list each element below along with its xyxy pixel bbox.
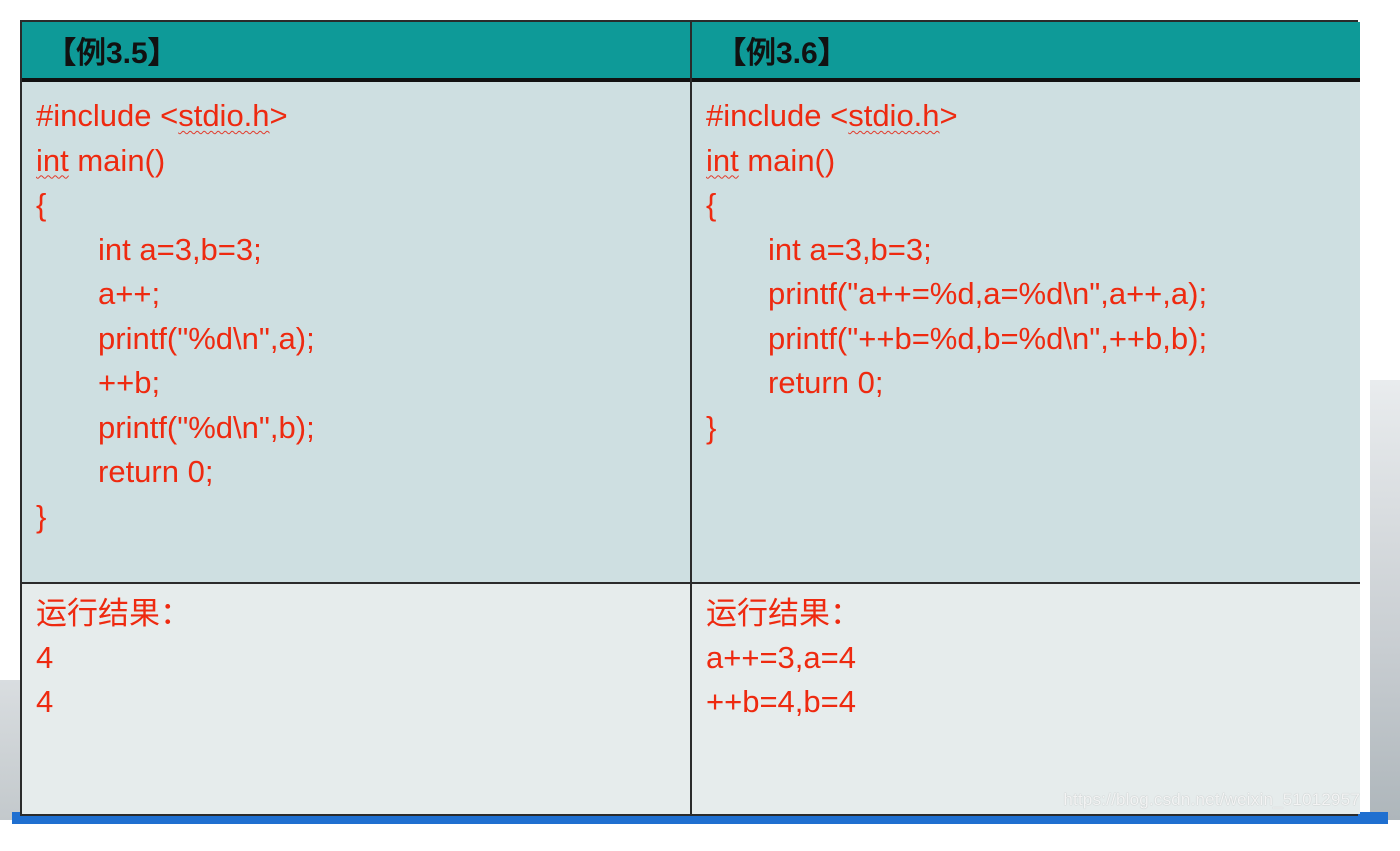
code-line: printf("++b=%d,b=%d\n",++b,b); — [768, 320, 1208, 356]
background-decoration — [0, 680, 22, 820]
example-3-6-code: #include <stdio.h> int main() { int a=3,… — [692, 82, 1360, 584]
code-line: printf("a++=%d,a=%d\n",a++,a); — [768, 276, 1208, 311]
code-line-open-brace: { — [706, 187, 717, 222]
code-line-main: int main() — [706, 142, 836, 178]
code-line-include: #include <stdio.h> — [36, 98, 288, 133]
result-output-line: 4 — [36, 684, 54, 719]
example-3-5-code: #include <stdio.h> int main() { int a=3,… — [22, 82, 690, 584]
result-label: 运行结果： — [36, 596, 191, 631]
code-line: int a=3,b=3; — [768, 231, 932, 267]
code-line-open-brace: { — [36, 187, 47, 222]
code-line: return 0; — [98, 454, 214, 489]
result-output-line: a++=3,a=4 — [706, 640, 856, 675]
code-line-close-brace: } — [706, 409, 717, 445]
example-3-6-result: 运行结果： a++=3,a=4 ++b=4,b=4 — [692, 584, 1360, 814]
result-label: 运行结果： — [706, 596, 861, 631]
code-line-include: #include <stdio.h> — [706, 98, 958, 133]
result-output-line: ++b=4,b=4 — [706, 684, 856, 719]
example-3-5-header: 【例3.5】 — [22, 22, 690, 82]
watermark: https://blog.csdn.net/weixin_51012957 — [1063, 790, 1360, 809]
code-line: return 0; — [768, 365, 884, 400]
code-line: printf("%d\n",b); — [98, 409, 315, 445]
code-line-main: int main() — [36, 142, 166, 178]
example-3-5-result: 运行结果： 4 4 — [22, 584, 690, 814]
code-line: printf("%d\n",a); — [98, 320, 315, 356]
code-line: ++b; — [98, 365, 161, 400]
code-line: int a=3,b=3; — [98, 231, 262, 267]
example-3-6-header: 【例3.6】 — [692, 22, 1360, 82]
comparison-table: 【例3.5】 【例3.6】 #include <stdio.h> int mai… — [20, 20, 1360, 816]
result-output-line: 4 — [36, 640, 54, 675]
code-line: a++; — [98, 276, 161, 311]
background-decoration — [1370, 380, 1400, 820]
code-line-close-brace: } — [36, 498, 47, 534]
